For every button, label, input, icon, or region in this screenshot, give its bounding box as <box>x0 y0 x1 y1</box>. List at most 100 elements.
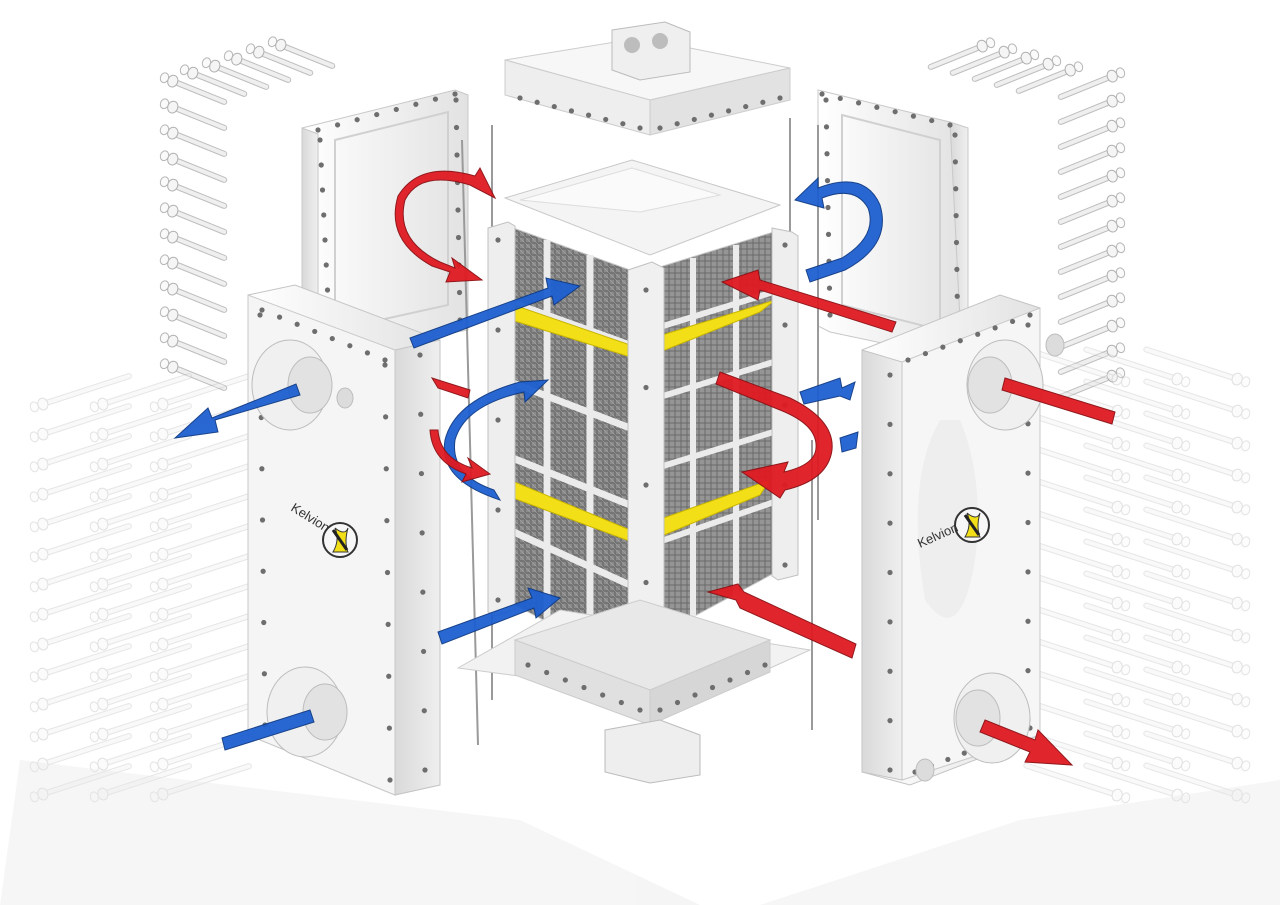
bolt <box>1143 474 1251 516</box>
flow-arrow-front-left-cold-outlet <box>173 383 301 439</box>
bolt-hole <box>421 708 427 714</box>
bolt-hole <box>954 266 960 272</box>
bolt-hole <box>874 104 880 110</box>
bolt-hole <box>992 325 998 331</box>
bolt-hole <box>782 322 788 328</box>
bolt-hole <box>1025 470 1031 476</box>
bolt-hole <box>762 662 768 668</box>
bolt <box>1143 634 1251 676</box>
bolt <box>159 306 228 339</box>
bolt-hole <box>419 530 425 536</box>
bolt <box>159 280 228 313</box>
lifting-lug <box>611 21 691 81</box>
bolt-hole <box>887 718 893 724</box>
bolt <box>149 673 252 713</box>
bolt-hole-row <box>257 307 428 783</box>
bolt-hole <box>257 312 263 318</box>
floor-shadow <box>0 760 1280 905</box>
bolt-hole <box>347 343 353 349</box>
bolt-hole <box>259 307 265 313</box>
bolt <box>1083 762 1191 804</box>
bolt-hole <box>887 767 893 773</box>
bolt <box>1015 61 1084 94</box>
bolt-hole <box>329 335 335 342</box>
bolt <box>267 36 336 69</box>
flow-arrow-left-cold-u-turn <box>443 379 550 501</box>
bolt-hole <box>454 152 460 158</box>
bolt-hole-row <box>517 95 783 131</box>
bolt <box>1023 698 1131 740</box>
bolt <box>29 463 132 503</box>
bolt <box>1057 217 1126 250</box>
bolt-hole <box>603 116 609 123</box>
bolt-hole <box>452 91 458 97</box>
bolt-hole <box>643 579 649 586</box>
bolt <box>1057 117 1126 150</box>
bolt <box>149 763 252 803</box>
bolt <box>971 49 1040 82</box>
bolt <box>159 176 228 209</box>
bolt-hole <box>581 684 587 691</box>
bolt <box>89 493 192 533</box>
bolt-set-front-right <box>1023 346 1251 804</box>
bolt <box>29 373 132 413</box>
flow-arrow-left-cold-inlet-upper <box>409 277 582 349</box>
flow-arrow-rear-right-cold-u-turn <box>794 176 883 283</box>
flow-arrows <box>173 166 1116 766</box>
bolt <box>29 523 132 563</box>
bolt <box>1143 346 1251 388</box>
top-cover <box>504 21 791 136</box>
bolt <box>159 358 228 391</box>
bolt <box>29 493 132 533</box>
bolt <box>29 553 132 593</box>
flow-arrow-right-hot-inlet-lower <box>706 583 857 659</box>
bolt <box>159 98 228 131</box>
bolt <box>927 37 996 70</box>
bolt <box>1143 410 1251 452</box>
bolt-hole <box>386 725 392 731</box>
bolt-hole <box>725 108 732 114</box>
bolt-hole <box>600 692 606 698</box>
bolt <box>1083 442 1191 484</box>
bolt-hole <box>887 421 893 427</box>
bolt <box>29 613 132 653</box>
bolt <box>149 553 252 593</box>
flow-arrow-left-cold-inlet-lower <box>437 587 562 645</box>
bolt-set-front-left <box>29 373 252 803</box>
bolt-hole <box>975 331 981 337</box>
bolt-hole <box>383 414 389 420</box>
bolt-hole <box>413 101 419 107</box>
bolt <box>949 43 1018 76</box>
bolt <box>1083 570 1191 612</box>
bolt-hole <box>940 344 946 350</box>
bolt-hole <box>744 669 751 676</box>
bolt <box>1023 442 1131 484</box>
bolt <box>1083 634 1191 676</box>
front-right-header: Kelvion <box>861 294 1065 786</box>
bolt <box>1083 602 1191 644</box>
bolt-hole <box>551 103 557 110</box>
bolt-hole <box>495 237 501 243</box>
bolt-hole <box>887 668 893 674</box>
bolt-hole <box>418 470 425 477</box>
bolt <box>89 583 192 623</box>
bolt-hole <box>823 124 830 130</box>
bolt-hole <box>387 777 393 783</box>
bolt <box>1143 762 1251 804</box>
bolt-hole <box>887 471 893 477</box>
flow-arrow-front-right-hot-inlet <box>1001 377 1116 425</box>
bolt <box>29 703 132 743</box>
flow-arrow-right-cold-small <box>799 377 859 453</box>
bolt-hole <box>905 357 911 363</box>
bolt <box>159 228 228 261</box>
bolt <box>89 763 192 803</box>
bolt-hole <box>385 621 391 627</box>
bolt <box>993 55 1062 88</box>
bolt <box>29 673 132 713</box>
bolt <box>89 613 192 653</box>
bolt-hole <box>453 97 459 103</box>
bolt <box>29 433 132 473</box>
bolt-hole <box>324 287 331 293</box>
bolt <box>89 673 192 713</box>
